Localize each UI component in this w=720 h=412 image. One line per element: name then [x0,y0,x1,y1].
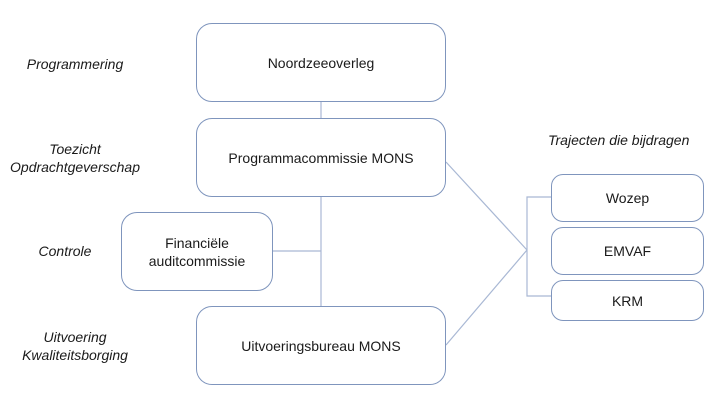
box-wozep-text: Wozep [605,190,650,206]
connector-diagonal-lower [445,249,528,346]
box-emvaf: EMVAF [551,227,704,275]
label-uitvoering-kwaliteitsborging: Uitvoering Kwaliteitsborging [22,329,128,363]
box-financiele-text: Financiële auditcommissie [148,234,246,269]
box-wozep: Wozep [551,174,704,222]
box-programmacommissie: Programmacommissie MONS [196,118,446,197]
box-uitvoeringsbureau: Uitvoeringsbureau MONS [196,306,446,385]
box-programmacommissie-text: Programmacommissie MONS [228,149,414,166]
label-controle: Controle [38,243,92,259]
box-noordzeeoverleg: Noordzeeoverleg [196,23,446,102]
label-toezicht-opdrachtgeverschap: Toezicht Opdrachtgeverschap [10,141,140,175]
trajecten-title: Trajecten die bijdragen [548,132,690,148]
box-noordzeeoverleg-text: Noordzeeoverleg [267,54,375,71]
box-krm-text: KRM [611,292,644,309]
trajecten-bracket [526,196,551,297]
connector-diagonal-upper [445,161,528,251]
box-financiele-auditcommissie: Financiële auditcommissie [121,212,273,291]
box-uitvoeringsbureau-text: Uitvoeringsbureau MONS [241,337,401,354]
label-programmering: Programmering [26,56,124,72]
box-emvaf-text: EMVAF [603,243,652,259]
box-krm: KRM [551,280,704,321]
